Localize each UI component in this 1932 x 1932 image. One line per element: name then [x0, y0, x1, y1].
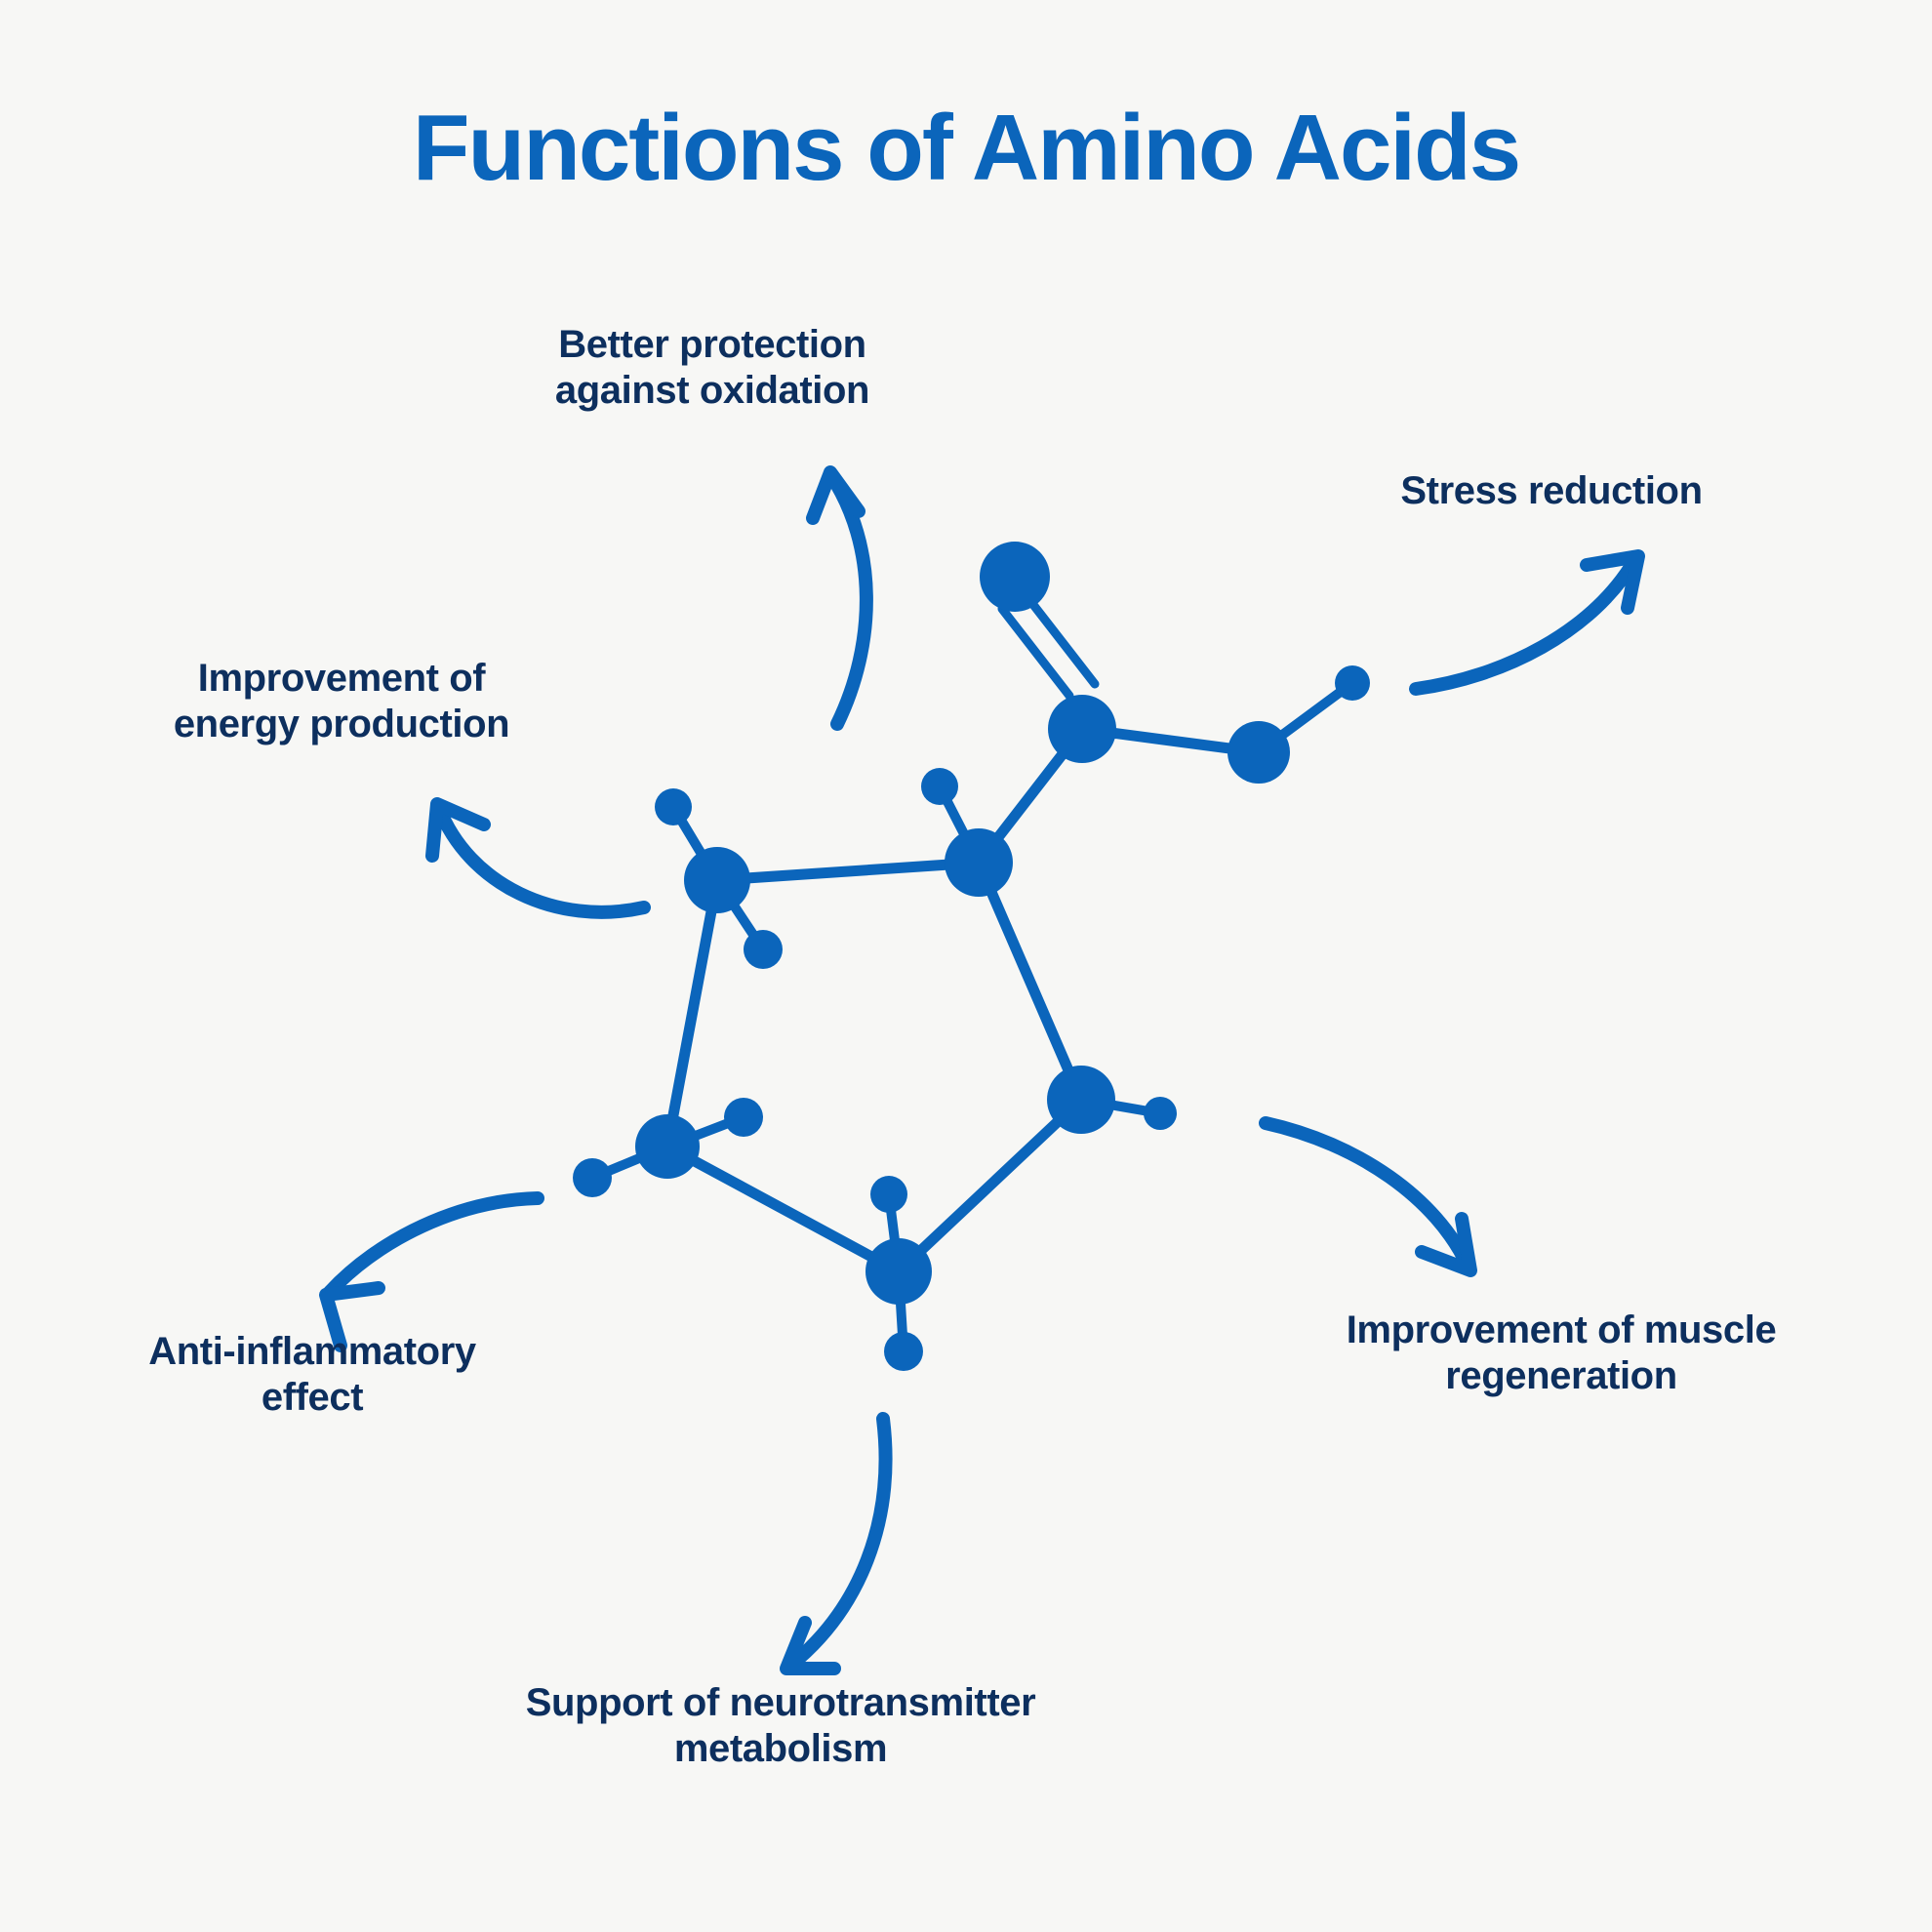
callout-oxidation-line2: against oxidation — [554, 369, 870, 413]
atom-ring-bottom-right — [1047, 1066, 1115, 1134]
atom-br-hydrogen-1 — [1144, 1097, 1177, 1130]
callout-muscle-line2: regeneration — [1445, 1354, 1677, 1398]
arrow-to-energy-icon — [425, 797, 651, 919]
bond-carbonyl-double-a — [997, 604, 1074, 701]
bond-b-br — [893, 1094, 1087, 1277]
atom-carbonyl-oxygen — [980, 542, 1050, 612]
callout-neuro-line2: metabolism — [673, 1727, 888, 1771]
callout-muscle-line1: Improvement of muscle — [1346, 1308, 1777, 1351]
atom-ring-top-left — [684, 847, 750, 913]
atom-tl-hydrogen-2 — [744, 930, 783, 969]
callout-label-neurotransmitter: Support of neurotransmitter metabolism — [390, 1680, 1171, 1772]
arrow-to-stress-icon — [1409, 549, 1645, 696]
callout-stress-line1: Stress reduction — [1400, 469, 1703, 512]
callout-anti-line1: Anti-inflammatory — [148, 1330, 476, 1373]
atom-tl-hydrogen-1 — [655, 788, 692, 825]
atom-ring-bottom-left — [635, 1114, 700, 1179]
arrow-to-anti-icon — [319, 1191, 544, 1352]
atom-alpha-carbon — [945, 828, 1013, 897]
callout-label-anti-inflammatory: Anti-inflammatory effect — [88, 1329, 537, 1421]
atom-ring-bottom — [865, 1238, 932, 1305]
callout-label-oxidation: Better protection against oxidation — [488, 322, 937, 414]
molecule-atoms — [573, 542, 1370, 1371]
bond-bl-b — [662, 1141, 905, 1277]
atom-alpha-hydrogen — [921, 768, 958, 805]
arrow-to-neuro-icon — [780, 1412, 893, 1675]
atom-bl-hydrogen-1 — [724, 1098, 763, 1137]
callout-neuro-line1: Support of neurotransmitter — [525, 1681, 1036, 1724]
page-title: Functions of Amino Acids — [412, 96, 1521, 200]
callout-label-muscle: Improvement of muscle regeneration — [1268, 1308, 1854, 1399]
callout-oxidation-line1: Better protection — [558, 323, 866, 366]
callout-energy-line1: Improvement of — [197, 657, 486, 700]
atom-bl-hydrogen-2 — [573, 1158, 612, 1197]
callout-anti-line2: effect — [261, 1376, 364, 1420]
callout-label-energy: Improvement of energy production — [117, 656, 566, 747]
atom-b-hydrogen-1 — [870, 1176, 907, 1213]
molecule-bonds — [587, 592, 1357, 1356]
callout-arrows — [319, 465, 1645, 1675]
atom-amine-nitrogen — [1228, 721, 1290, 784]
bond-carbonyl-double-b — [1023, 592, 1100, 689]
atom-carboxyl-carbon — [1048, 695, 1116, 763]
arrow-to-oxidation-icon — [806, 465, 873, 731]
callout-label-stress: Stress reduction — [1347, 468, 1756, 514]
bond-br-alpha — [973, 857, 1087, 1106]
bond-alpha-ringtl — [711, 857, 985, 886]
atom-b-hydrogen-2 — [884, 1332, 923, 1371]
bond-tl-bl — [662, 874, 723, 1152]
arrow-to-muscle-icon — [1259, 1116, 1477, 1277]
callout-energy-line2: energy production — [173, 703, 510, 746]
atom-amine-hydrogen — [1335, 665, 1370, 701]
